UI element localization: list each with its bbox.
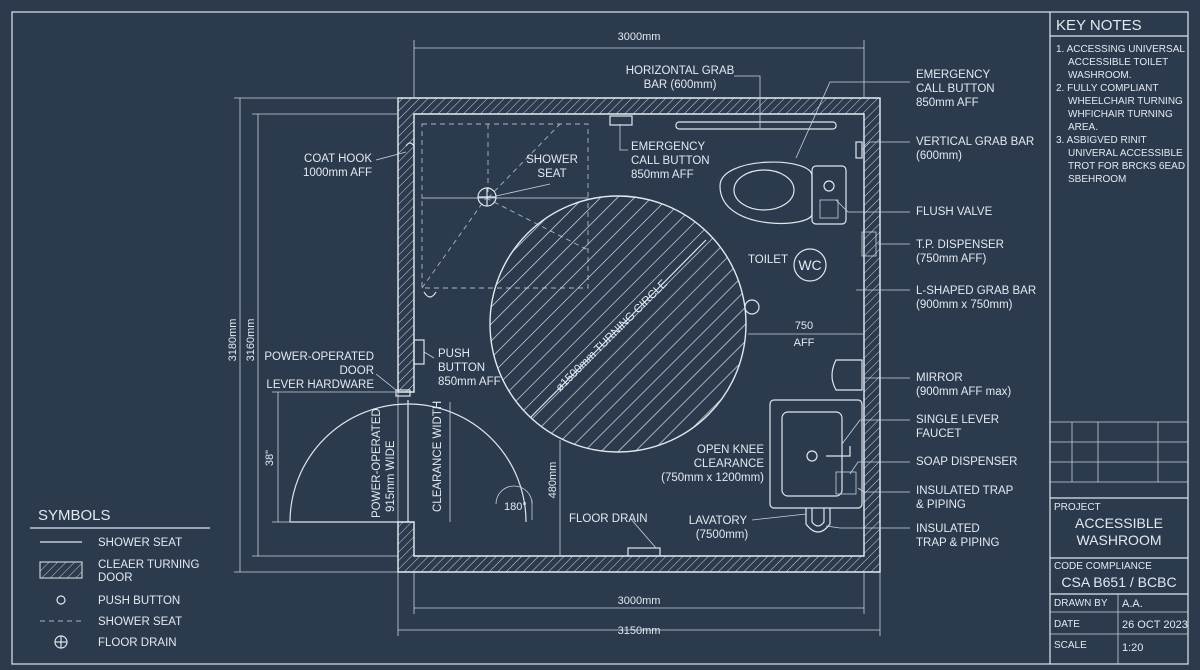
l-shaped-grab-bar — [744, 150, 854, 315]
wc-badge — [793, 248, 827, 282]
door-angle-label: 180° — [504, 501, 527, 513]
dim-bottom-inner: 3000mm — [618, 595, 661, 607]
legend-item-1: SHOWER SEAT — [98, 537, 182, 549]
lavatory-label: LAVATORY(7500mm) — [689, 515, 749, 541]
key-notes-text: 1. ACCESSING UNIVERSAL ACCESSIBLE TOILET… — [1056, 44, 1188, 185]
date-label: DATE — [1054, 619, 1080, 630]
scale-value: 1:20 — [1122, 642, 1143, 654]
dim-480: 480mm — [547, 462, 559, 499]
key-notes-panel: KEY NOTES 1. ACCESSING UNIVERSAL ACCESSI… — [1050, 17, 1188, 185]
horizontal-grab-bar — [609, 115, 837, 130]
drawn-by-value: A.A. — [1122, 598, 1143, 610]
toilet-fixture — [719, 161, 847, 225]
dim-750-aff: AFF — [794, 337, 815, 349]
mirror-label: MIRROR(900mm AFF max) — [916, 372, 1011, 398]
sheet-border — [11, 11, 1189, 665]
leader-lines — [375, 75, 910, 549]
vertical-grab-bar — [855, 141, 863, 159]
insulated-trap-1-label: INSULATED TRAP& PIPING — [916, 485, 1014, 511]
vertical-grab-bar-label: VERTICAL GRAB BAR(600mm) — [916, 136, 1034, 162]
push-button-icon — [413, 339, 425, 365]
wc-text: WC — [798, 257, 821, 273]
scale-label: SCALE — [1054, 640, 1087, 651]
legend-item-4: SHOWER SEAT — [98, 616, 182, 628]
turning-circle: ø1500mm TURNING CIRCLE — [489, 195, 747, 453]
dimension-lines — [234, 40, 881, 636]
code-compliance-label: CODE COMPLIANCE — [1054, 561, 1152, 572]
crosshair-circle-icon — [54, 635, 68, 649]
key-notes-title: KEY NOTES — [1056, 17, 1142, 34]
floor-drain-label: FLOOR DRAIN — [569, 513, 648, 525]
tp-dispenser-icon — [861, 231, 877, 257]
legend-item-3: PUSH BUTTON — [98, 595, 180, 607]
hatched-box-icon — [39, 561, 83, 579]
dim-top: 3000mm — [618, 31, 661, 43]
shower-hook-icon — [423, 291, 437, 298]
lavatory-fixture — [769, 399, 863, 533]
symbols-title: SYMBOLS — [38, 507, 111, 524]
flush-valve-label: FLUSH VALVE — [916, 206, 993, 218]
dim-door-height: 38" — [264, 450, 276, 466]
dim-bottom-outer: 3150mm — [618, 625, 661, 637]
drawn-by-label: DRAWN BY — [1054, 598, 1108, 609]
dim-750: 750 — [795, 320, 813, 332]
floor-drain-icon — [477, 187, 497, 207]
coat-hook-icon — [405, 142, 415, 156]
mirror-icon — [831, 359, 863, 391]
tp-dispenser-label: T.P. DISPENSER(750mm AFF) — [916, 239, 1004, 265]
code-compliance-value: CSA B651 / BCBC — [1061, 574, 1176, 590]
legend-item-5: FLOOR DRAIN — [98, 637, 177, 649]
soap-dispenser-label: SOAP DISPENSER — [916, 456, 1017, 468]
date-value: 26 OCT 2023 — [1122, 619, 1188, 631]
dim-left-outer: 3180mm — [227, 319, 239, 362]
door-swing-label-1: POWER-OPERATED — [371, 408, 383, 518]
door-swing — [289, 400, 533, 523]
l-grab-bar-label: L-SHAPED GRAB BAR(900mm x 750mm) — [916, 285, 1036, 311]
floor-drain-grate — [627, 547, 661, 557]
door-swing-label-2: 915mm WIDE — [385, 440, 397, 512]
small-circle-icon — [56, 595, 66, 605]
dim-left-inner: 3160mm — [245, 319, 257, 362]
project-label: PROJECT — [1054, 502, 1101, 513]
toilet-label: TOILET — [748, 254, 788, 266]
clearance-width-label: CLEARANCE WIDTH — [432, 401, 444, 512]
door-lever-icon — [395, 389, 411, 397]
